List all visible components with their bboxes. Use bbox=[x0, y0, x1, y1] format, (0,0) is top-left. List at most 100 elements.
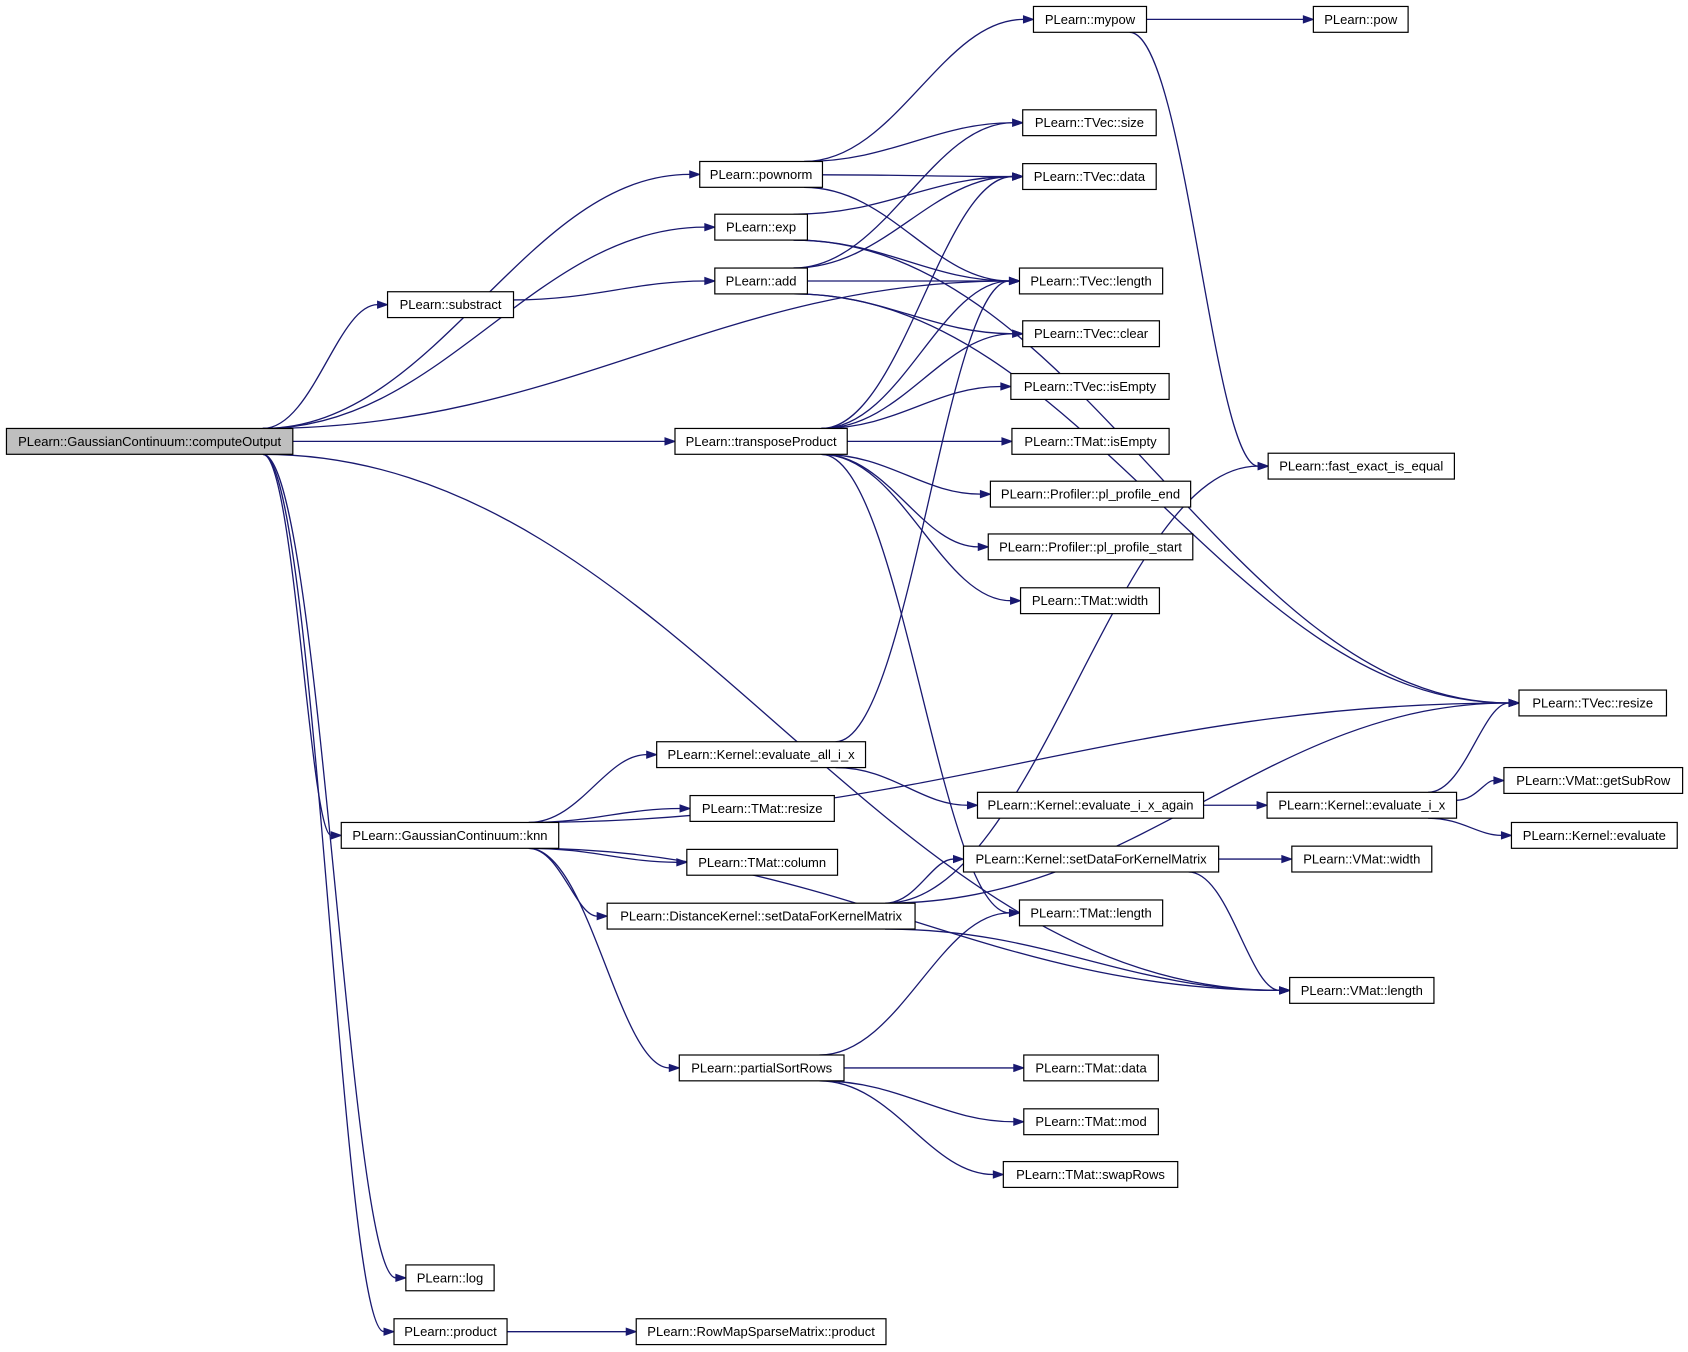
edge-mypow-to-fast_eq bbox=[1129, 31, 1270, 471]
edge-computeOutput-to-substract bbox=[262, 300, 390, 430]
node-prof_start[interactable]: PLearn::Profiler::pl_profile_start bbox=[987, 533, 1194, 561]
node-pow[interactable]: PLearn::pow bbox=[1312, 5, 1409, 33]
edge-arrowhead bbox=[1013, 1117, 1026, 1126]
edge-knn-to-partialSort bbox=[528, 847, 681, 1073]
node-k_evaluate[interactable]: PLearn::Kernel::evaluate bbox=[1510, 821, 1678, 849]
node-tvec_resize[interactable]: PLearn::TVec::resize bbox=[1518, 689, 1668, 717]
node-box bbox=[1291, 845, 1433, 873]
node-tvec_length[interactable]: PLearn::TVec::length bbox=[1018, 267, 1164, 295]
node-dk_setData[interactable]: PLearn::DistanceKernel::setDataForKernel… bbox=[606, 902, 916, 930]
edge-arrowhead bbox=[966, 801, 980, 810]
node-vmat_length[interactable]: PLearn::VMat::length bbox=[1289, 976, 1435, 1004]
edge-knn-to-tmat_column bbox=[528, 847, 689, 867]
node-tmat_resize[interactable]: PLearn::TMat::resize bbox=[689, 794, 835, 822]
edge-line bbox=[262, 453, 385, 1333]
node-tmat_data[interactable]: PLearn::TMat::data bbox=[1023, 1054, 1159, 1082]
node-label: PLearn::TVec::clear bbox=[1034, 326, 1149, 341]
edge-line bbox=[885, 858, 954, 904]
node-partialSort[interactable]: PLearn::partialSortRows bbox=[678, 1054, 845, 1082]
node-label: PLearn::TVec::resize bbox=[1532, 695, 1653, 710]
node-label: PLearn::TMat::data bbox=[1035, 1060, 1147, 1075]
edge-arrowhead bbox=[330, 831, 343, 840]
node-box bbox=[1019, 587, 1161, 615]
node-computeOutput[interactable]: PLearn::GaussianContinuum::computeOutput bbox=[5, 427, 294, 455]
node-label: PLearn::add bbox=[726, 273, 797, 288]
node-k_setData[interactable]: PLearn::Kernel::setDataForKernelMatrix bbox=[962, 845, 1220, 873]
node-substract[interactable]: PLearn::substract bbox=[386, 291, 515, 319]
node-log[interactable]: PLearn::log bbox=[405, 1264, 495, 1292]
edge-dk_setData-to-vmat_length bbox=[885, 928, 1292, 995]
edge-line bbox=[513, 280, 705, 301]
edge-transposeProduct-to-tvec_clear bbox=[821, 329, 1025, 430]
edge-k_setData-to-vmat_width bbox=[1218, 854, 1294, 864]
node-box bbox=[5, 427, 294, 455]
node-tmat_swapRows[interactable]: PLearn::TMat::swapRows bbox=[1002, 1160, 1179, 1189]
node-fast_eq[interactable]: PLearn::fast_exact_is_equal bbox=[1267, 452, 1455, 480]
node-tmat_mod[interactable]: PLearn::TMat::mod bbox=[1023, 1108, 1159, 1136]
node-exp[interactable]: PLearn::exp bbox=[714, 213, 808, 241]
node-box bbox=[1018, 267, 1164, 295]
node-product[interactable]: PLearn::product bbox=[393, 1318, 508, 1346]
edge-pownorm-to-tvec_length bbox=[804, 186, 1021, 286]
node-label: PLearn::mypow bbox=[1045, 12, 1136, 27]
edge-line bbox=[821, 175, 1013, 430]
node-vmat_width[interactable]: PLearn::VMat::width bbox=[1291, 845, 1433, 873]
node-tvec_data[interactable]: PLearn::TVec::data bbox=[1022, 163, 1157, 191]
edge-line bbox=[804, 18, 1024, 163]
edge-eval_again-to-eval_i_x bbox=[1203, 801, 1269, 810]
node-eval_all[interactable]: PLearn::Kernel::evaluate_all_i_x bbox=[656, 741, 867, 769]
node-label: PLearn::substract bbox=[400, 297, 502, 312]
node-tmat_length[interactable]: PLearn::TMat::length bbox=[1018, 899, 1164, 927]
node-eval_i_x[interactable]: PLearn::Kernel::evaluate_i_x bbox=[1266, 791, 1458, 819]
node-add[interactable]: PLearn::add bbox=[714, 267, 808, 295]
node-box bbox=[1503, 766, 1684, 795]
node-box bbox=[1022, 163, 1157, 191]
edge-knn-to-tmat_resize bbox=[528, 804, 692, 824]
node-box bbox=[1289, 976, 1435, 1004]
edge-arrowhead bbox=[979, 489, 992, 499]
node-box bbox=[962, 845, 1220, 873]
edge-line bbox=[793, 122, 1013, 269]
edge-line bbox=[528, 753, 647, 824]
node-eval_again[interactable]: PLearn::Kernel::evaluate_i_x_again bbox=[976, 791, 1205, 819]
node-transposeProduct[interactable]: PLearn::transposeProduct bbox=[674, 427, 848, 455]
node-label: PLearn::TMat::isEmpty bbox=[1024, 434, 1157, 449]
edge-arrowhead bbox=[1012, 329, 1025, 338]
edge-line bbox=[821, 385, 1001, 430]
edge-arrowhead bbox=[1001, 437, 1014, 446]
edge-computeOutput-to-exp bbox=[262, 222, 717, 430]
edge-arrowhead bbox=[1013, 1063, 1026, 1073]
edge-arrowhead bbox=[625, 1327, 638, 1336]
node-tvec_size[interactable]: PLearn::TVec::size bbox=[1022, 109, 1157, 137]
node-prof_end[interactable]: PLearn::Profiler::pl_profile_end bbox=[989, 480, 1192, 508]
edge-pownorm-to-mypow bbox=[804, 15, 1035, 163]
edge-arrowhead bbox=[679, 804, 692, 813]
node-tvec_isEmpty[interactable]: PLearn::TVec::isEmpty bbox=[1010, 372, 1170, 400]
edge-line bbox=[262, 453, 332, 837]
node-label: PLearn::GaussianContinuum::computeOutput bbox=[18, 434, 281, 449]
node-box bbox=[686, 848, 839, 876]
edge-line bbox=[821, 453, 1010, 914]
node-box bbox=[1018, 899, 1164, 927]
node-box bbox=[1002, 1160, 1179, 1189]
edge-transposeProduct-to-tvec_data bbox=[821, 172, 1025, 430]
edge-line bbox=[793, 293, 1013, 335]
node-mypow[interactable]: PLearn::mypow bbox=[1032, 5, 1148, 33]
node-label: PLearn::pownorm bbox=[710, 167, 813, 182]
node-tvec_clear[interactable]: PLearn::TVec::clear bbox=[1022, 320, 1161, 348]
node-pownorm[interactable]: PLearn::pownorm bbox=[699, 160, 824, 188]
node-tmat_column[interactable]: PLearn::TMat::column bbox=[686, 848, 839, 876]
edge-arrowhead bbox=[977, 542, 990, 552]
node-knn[interactable]: PLearn::GaussianContinuum::knn bbox=[340, 821, 560, 849]
node-vmat_getSubRow[interactable]: PLearn::VMat::getSubRow bbox=[1503, 766, 1684, 795]
node-tmat_width[interactable]: PLearn::TMat::width bbox=[1019, 587, 1161, 615]
node-rm_product[interactable]: PLearn::RowMapSparseMatrix::product bbox=[635, 1318, 887, 1346]
edge-computeOutput-to-tvec_length bbox=[262, 276, 1021, 430]
edge-line bbox=[262, 226, 705, 430]
node-box bbox=[678, 1054, 845, 1082]
edge-line bbox=[1188, 871, 1280, 992]
node-box bbox=[689, 794, 835, 822]
edge-knn-to-eval_all bbox=[528, 750, 659, 824]
node-tmat_isEmpty[interactable]: PLearn::TMat::isEmpty bbox=[1011, 427, 1170, 455]
edge-arrowhead bbox=[704, 222, 717, 232]
